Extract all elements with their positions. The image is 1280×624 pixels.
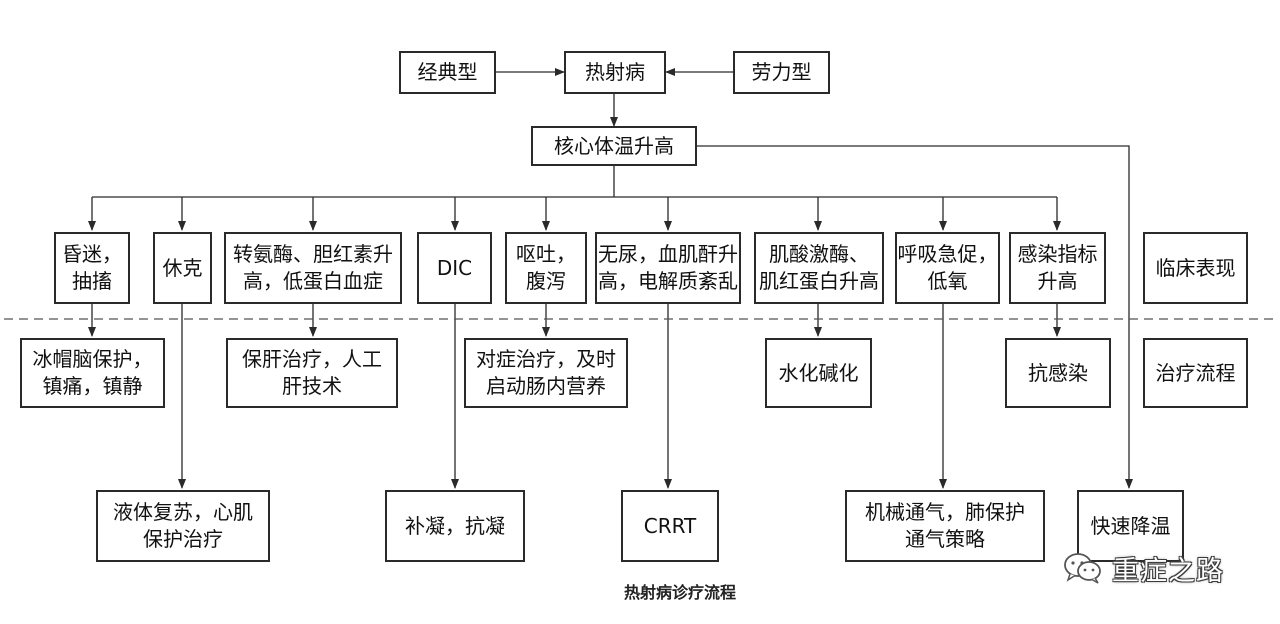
node-liver: 转氨酶、胆红素升 高，低蛋白血症	[224, 232, 402, 304]
node-fluid: 液体复苏，心肌 保护治疗	[96, 490, 270, 562]
node-infection: 感染指标 升高	[1009, 232, 1106, 304]
node-heatstroke: 热射病	[564, 51, 666, 94]
node-ck: 肌酸激酶、 肌红蛋白升高	[754, 232, 884, 304]
node-anti-infection: 抗感染	[1005, 338, 1111, 408]
node-cooling: 快速降温	[1077, 490, 1184, 562]
wechat-icon	[1064, 553, 1101, 584]
label-treatment: 治疗流程	[1143, 338, 1248, 408]
node-liver-tx: 保肝治疗，人工 肝技术	[226, 338, 398, 408]
figure-caption: 热射病诊疗流程	[623, 583, 736, 602]
node-crrt: CRRT	[621, 490, 719, 562]
node-ventilation: 机械通气，肺保护 通气策略	[845, 490, 1045, 562]
arrow-core-temp-to-cooling	[697, 145, 1133, 489]
node-dic: DIC	[417, 232, 492, 304]
node-anuria: 无尿，血肌酐升 高，电解质紊乱	[595, 232, 741, 304]
node-classic: 经典型	[399, 51, 496, 94]
label-clinical: 临床表现	[1143, 232, 1248, 304]
node-exertional: 劳力型	[733, 51, 830, 94]
node-hydration: 水化碱化	[765, 338, 872, 408]
node-shock: 休克	[153, 232, 212, 304]
node-coag: 补凝，抗凝	[385, 490, 525, 562]
watermark: 重症之路	[1062, 548, 1272, 588]
node-resp: 呼吸急促， 低氧	[895, 232, 1000, 304]
node-vomit: 呕吐， 腹泻	[505, 232, 587, 304]
node-coma: 昏迷， 抽搐	[54, 232, 130, 304]
node-ice-cap: 冰帽脑保护， 镇痛，镇静	[20, 338, 165, 408]
node-core-temp: 核心体温升高	[531, 126, 697, 166]
node-symptomatic: 对症治疗，及时 启动肠内营养	[464, 338, 628, 408]
watermark-text: 重症之路	[1112, 555, 1224, 587]
